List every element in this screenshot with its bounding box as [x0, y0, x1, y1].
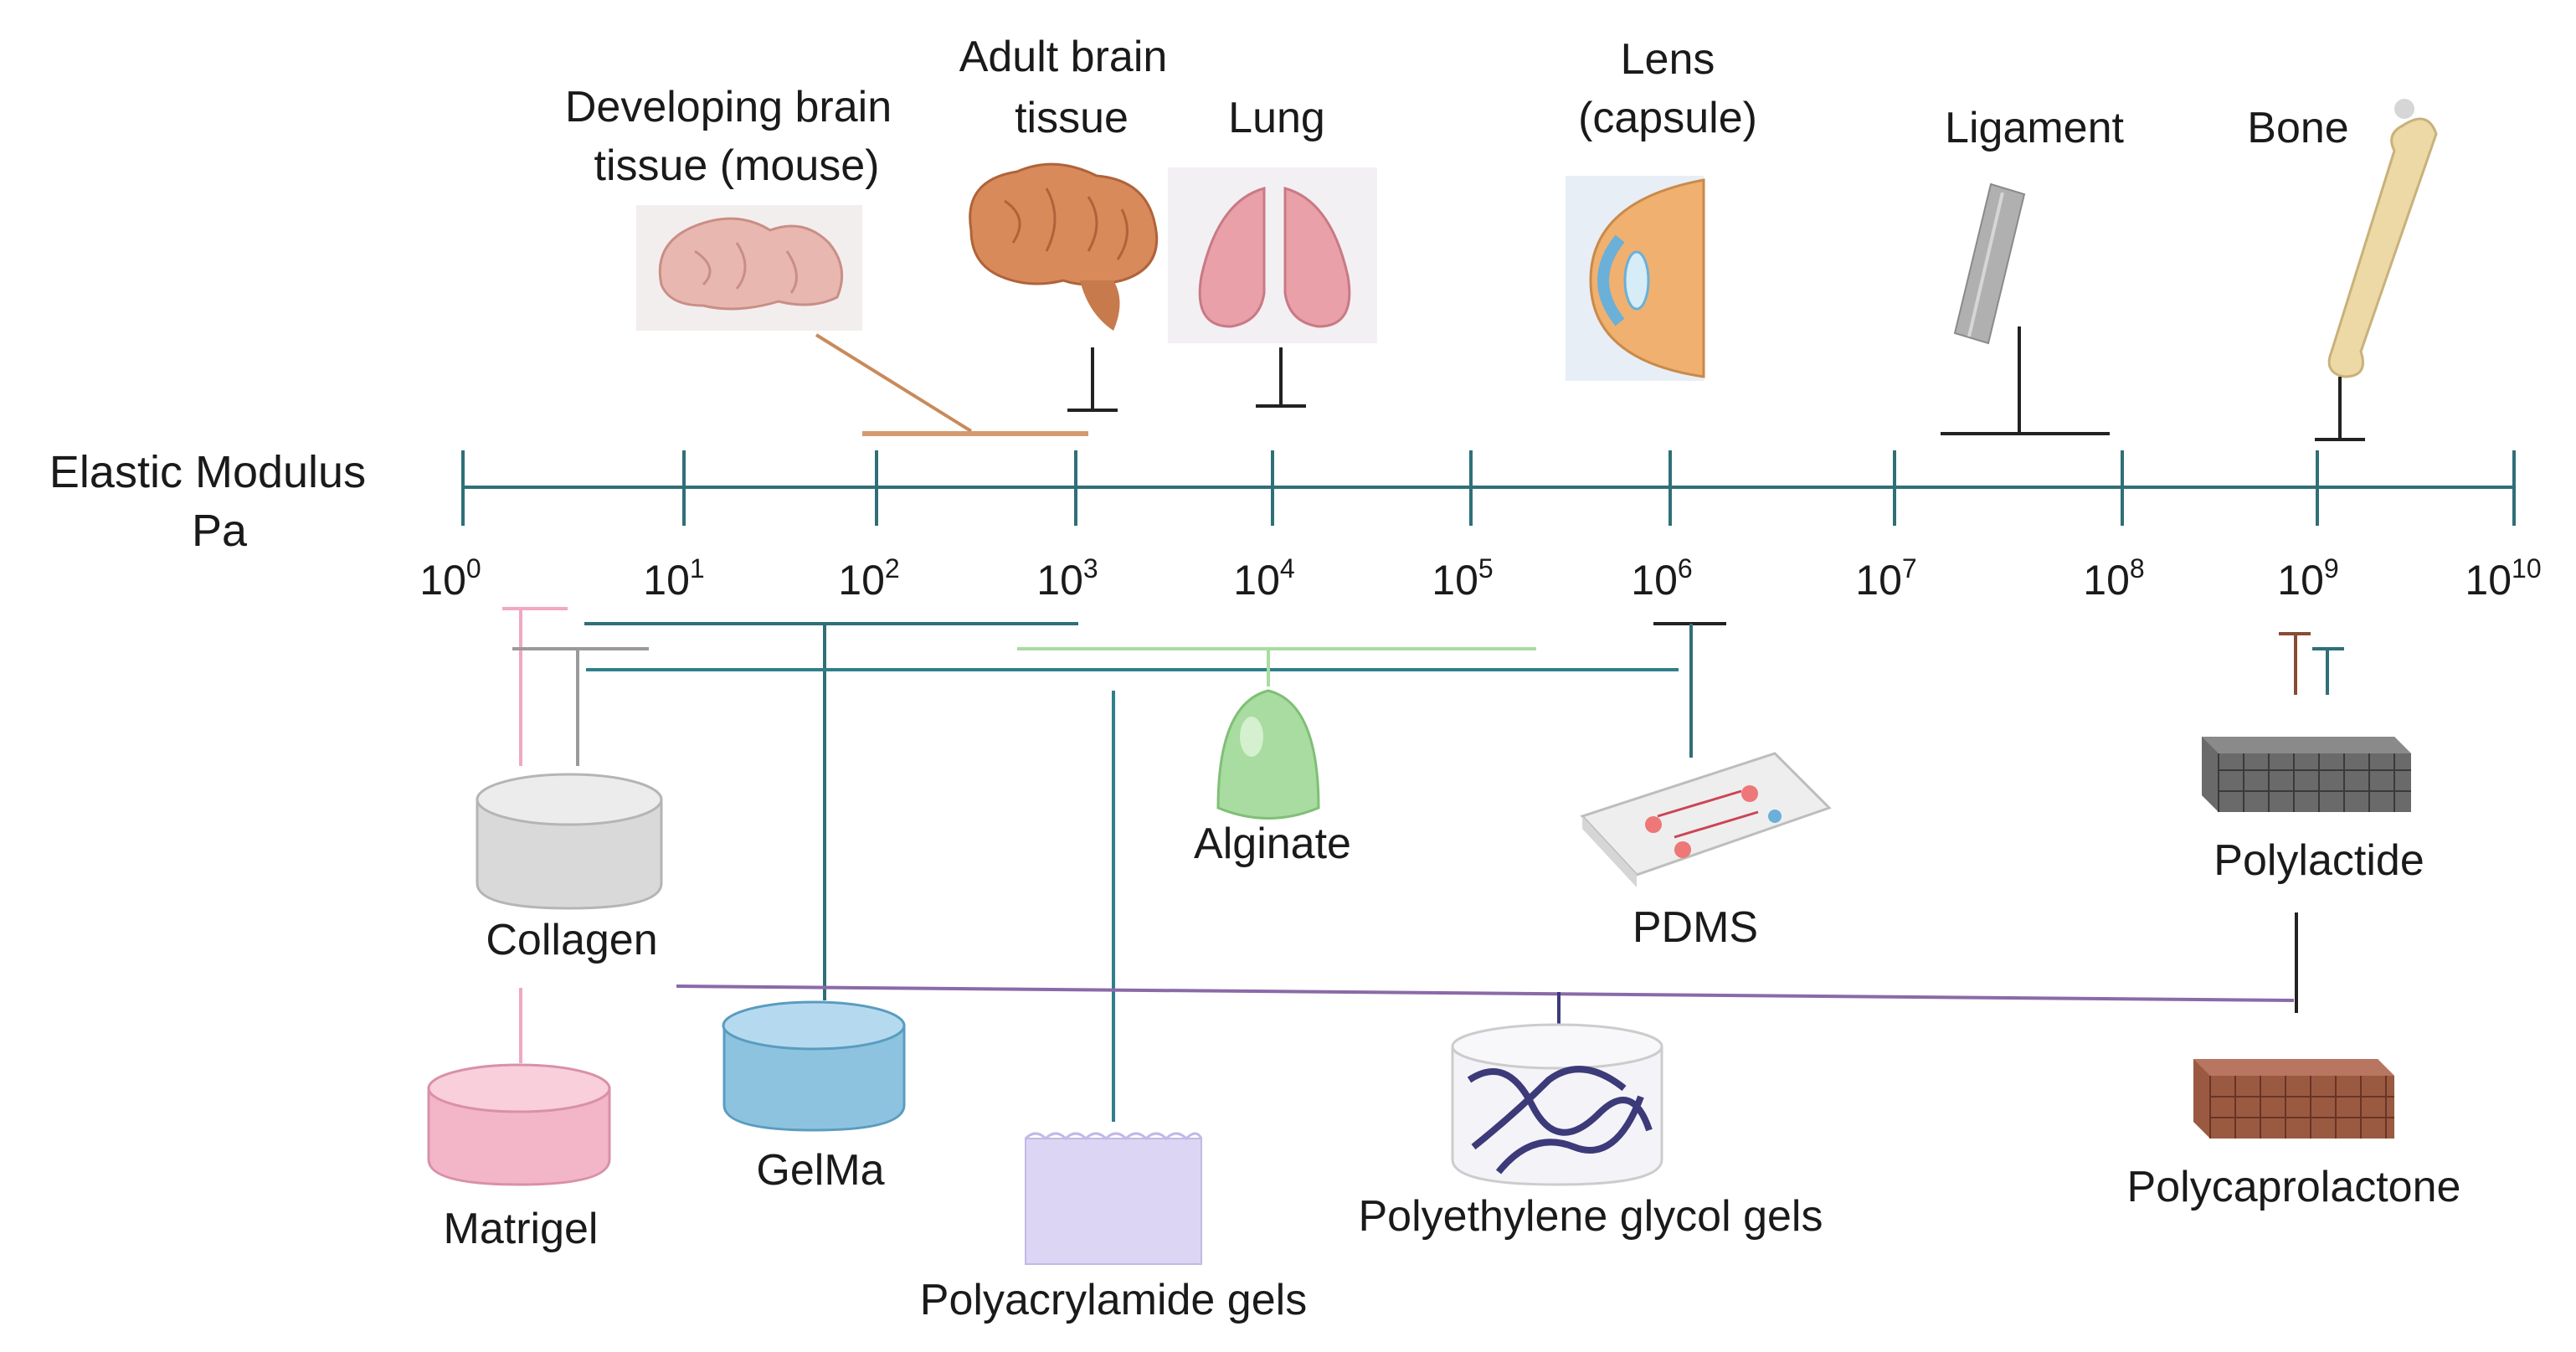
pdms-chip-icon	[1580, 752, 1832, 887]
material-range-bars	[502, 607, 2344, 1122]
material-collagen: Collagen	[476, 773, 663, 964]
polyacrylamide-label: Polyacrylamide gels	[920, 1276, 1307, 1324]
material-polylactide: Polylactide	[2202, 737, 2424, 885]
lungs-icon	[1168, 167, 1377, 343]
axis-title-line1: Elastic Modulus	[49, 447, 366, 497]
tick-label-3: 103	[1036, 553, 1098, 604]
bone-label: Bone	[2247, 104, 2348, 152]
tick-label-7: 107	[1855, 553, 1916, 604]
tissue-developing-brain: Developing brain tissue (mouse)	[565, 83, 1088, 436]
axis-title-line2: Pa	[192, 506, 248, 556]
pdms-label: PDMS	[1632, 903, 1758, 952]
collagen-label: Collagen	[486, 916, 657, 964]
material-polycaprolactone: Polycaprolactone	[2127, 1059, 2461, 1211]
material-polyacrylamide: Polyacrylamide gels	[920, 1132, 1307, 1324]
polyacrylamide-gel-icon	[1024, 1132, 1203, 1265]
alginate-label: Alginate	[1194, 820, 1351, 868]
peg-label: Polyethylene glycol gels	[1359, 1192, 1823, 1241]
modulus-axis: Elastic Modulus Pa 100 101 102 103 104 1…	[49, 447, 2542, 604]
alginate-gel-icon	[1216, 689, 1320, 820]
peg-range	[676, 984, 2295, 1002]
material-peg: Polyethylene glycol gels	[1359, 1023, 1823, 1241]
tick-label-1: 101	[643, 553, 704, 604]
developing-brain-label-line2: tissue (mouse)	[594, 141, 880, 190]
gelma-gel-icon	[722, 1000, 906, 1132]
polycaprolactone-label: Polycaprolactone	[2127, 1163, 2461, 1211]
lens-label-line1: Lens	[1621, 35, 1715, 84]
tissue-lens: Lens (capsule)	[1566, 35, 1757, 381]
developing-brain-leader	[815, 333, 973, 433]
gelma-label: GelMa	[756, 1146, 884, 1195]
material-alginate: Alginate	[1194, 689, 1351, 868]
tick-label-9: 109	[2277, 553, 2338, 604]
polylactide-label: Polylactide	[2214, 836, 2424, 885]
tick-label-0: 100	[419, 553, 481, 604]
tissue-bone: Bone	[2247, 99, 2438, 441]
tissue-ligament: Ligament	[1941, 104, 2125, 435]
ligament-icon	[1953, 182, 2026, 345]
polylactide-scaffold-icon	[2202, 737, 2411, 812]
material-pdms: PDMS	[1580, 752, 1832, 952]
ligament-label: Ligament	[1945, 104, 2124, 152]
tick-label-10: 1010	[2465, 553, 2541, 604]
mouse-brain-icon	[636, 205, 862, 331]
tissue-adult-brain: Adult brain tissue	[959, 33, 1168, 412]
matrigel-gel-icon	[427, 1063, 611, 1186]
tick-label-5: 105	[1432, 553, 1493, 604]
tick-label-2: 102	[838, 553, 899, 604]
material-gelma: GelMa	[722, 1000, 906, 1195]
adult-brain-label-line2: tissue	[1015, 94, 1129, 142]
axis-tick-labels: 100 101 102 103 104 105 106 107 108 109 …	[419, 553, 2541, 604]
collagen-gel-icon	[476, 773, 663, 910]
tick-label-6: 106	[1631, 553, 1692, 604]
tissue-lung: Lung	[1168, 94, 1377, 408]
developing-brain-label-line1: Developing brain	[565, 83, 892, 131]
matrigel-label: Matrigel	[444, 1205, 599, 1253]
axis-tick-marks	[461, 450, 2516, 526]
polycaprolactone-scaffold-icon	[2193, 1059, 2394, 1139]
material-matrigel: Matrigel	[427, 1063, 611, 1253]
peg-network-icon	[1451, 1023, 1663, 1186]
adult-brain-label-line1: Adult brain	[959, 33, 1168, 81]
tick-label-4: 104	[1233, 553, 1294, 604]
lens-label-line2: (capsule)	[1578, 94, 1757, 142]
bone-icon	[2327, 99, 2438, 378]
eye-lens-icon	[1566, 176, 1705, 381]
tick-label-8: 108	[2083, 553, 2144, 604]
human-brain-icon	[969, 162, 1159, 331]
lung-label: Lung	[1228, 94, 1325, 142]
